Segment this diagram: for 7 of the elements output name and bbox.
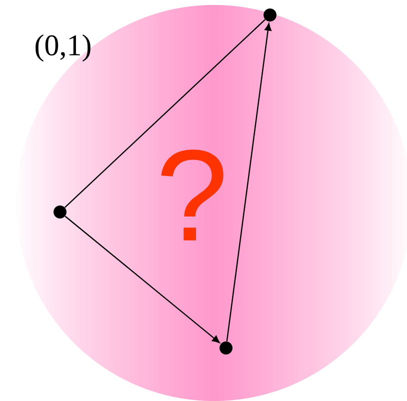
arrow [226, 23, 272, 342]
question-mark: ? [161, 150, 224, 240]
coordinate-label: (0,1) [36, 34, 90, 62]
dot [220, 342, 232, 354]
dot [54, 206, 66, 218]
arrow [64, 216, 220, 344]
line [64, 19, 266, 208]
